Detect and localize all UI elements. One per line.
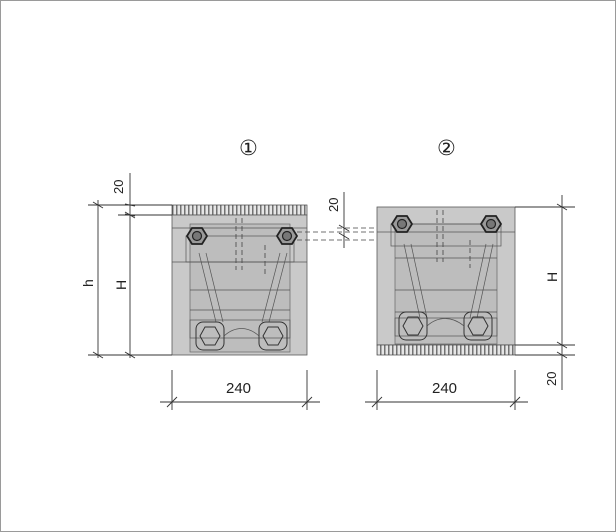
lower-frame-2 bbox=[394, 317, 498, 337]
dim-240-right-label: 240 bbox=[432, 380, 457, 397]
top-hatched-layer bbox=[171, 204, 308, 216]
inner-box-1 bbox=[189, 223, 291, 353]
dim-240-left-label: 240 bbox=[226, 380, 251, 397]
view-2-label: ② bbox=[437, 137, 456, 160]
bolt-top-left-2 bbox=[390, 215, 414, 233]
view-1: ① bbox=[80, 137, 320, 410]
dim-20-bottom-label: 20 bbox=[544, 372, 559, 386]
dim-20-top-label: 20 bbox=[111, 180, 126, 194]
dim-H-right-label: H bbox=[544, 272, 560, 282]
lower-frame-1 bbox=[189, 319, 291, 339]
dim-H-left-label: H bbox=[113, 280, 129, 290]
dim-h-label: h bbox=[80, 279, 96, 287]
bolt-top-left-1 bbox=[185, 227, 209, 245]
view-1-label: ① bbox=[239, 137, 258, 160]
upper-frame-1 bbox=[185, 235, 295, 263]
view-2: ② bbox=[326, 137, 575, 410]
dim-20-mid-label: 20 bbox=[326, 198, 341, 212]
bolt-top-right-2 bbox=[479, 215, 503, 233]
bottom-hatched-layer bbox=[376, 344, 516, 356]
bolt-top-right-1 bbox=[275, 227, 299, 245]
inner-box-2 bbox=[394, 223, 498, 345]
upper-frame-2 bbox=[390, 223, 502, 247]
